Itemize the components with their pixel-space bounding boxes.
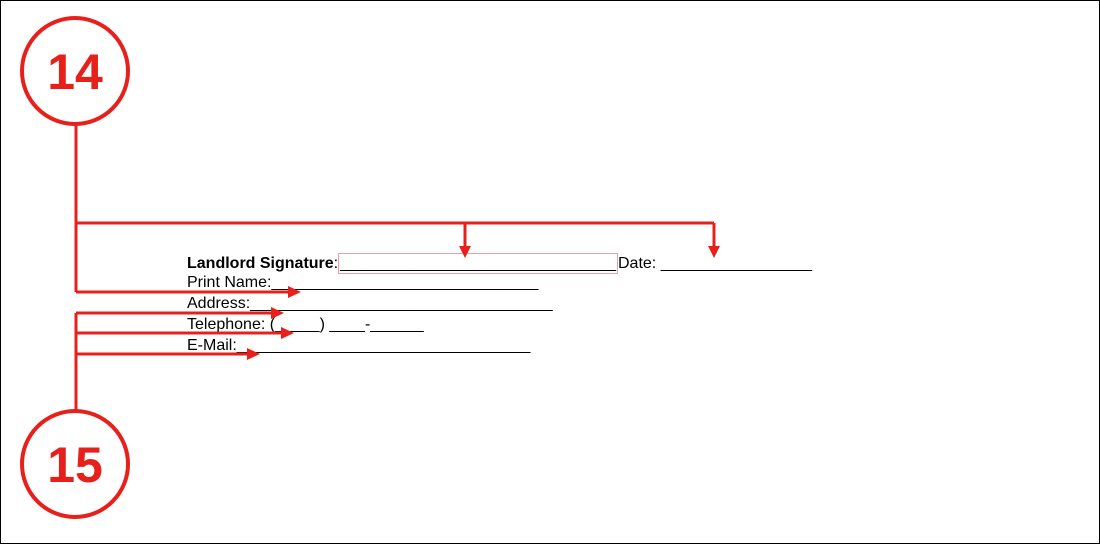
step-badge-15: 15 bbox=[20, 409, 130, 519]
badge-14-number: 14 bbox=[47, 44, 103, 100]
arrow-right-icon bbox=[247, 348, 260, 360]
landlord-signature-row: Landlord Signature:_____________________… bbox=[187, 253, 812, 274]
print-name-label: Print Name: bbox=[187, 274, 272, 291]
badge-15-number: 15 bbox=[47, 437, 103, 493]
telephone-row: Telephone: (_____) ____-______ bbox=[187, 315, 424, 334]
email-row: E-Mail:_________________________________ bbox=[187, 336, 530, 355]
print-name-row: Print Name:_____________________________… bbox=[187, 273, 538, 292]
date-label: Date: bbox=[617, 255, 657, 272]
print-name-field[interactable]: ______________________________ bbox=[271, 274, 539, 291]
telephone-label: Telephone: bbox=[187, 316, 266, 333]
address-row: Address:________________________________… bbox=[187, 294, 553, 313]
telephone-field[interactable]: (_____) ____-______ bbox=[269, 316, 424, 333]
arrow-down-icon bbox=[708, 246, 720, 258]
arrow-right-icon bbox=[271, 307, 284, 319]
address-label: Address: bbox=[187, 295, 251, 312]
colon: : bbox=[333, 255, 339, 272]
email-label: E-Mail: bbox=[187, 337, 237, 354]
address-field[interactable]: __________________________________ bbox=[250, 295, 553, 312]
arrow-right-icon bbox=[281, 327, 294, 339]
email-field[interactable]: _________________________________ bbox=[236, 337, 531, 354]
signature-field[interactable]: _______________________________ bbox=[338, 253, 618, 274]
date-field[interactable]: _________________ bbox=[660, 255, 812, 272]
arrow-right-icon bbox=[288, 286, 301, 298]
arrow-down-icon bbox=[459, 246, 471, 258]
landlord-signature-label: Landlord Signature bbox=[187, 255, 334, 272]
step-badge-14: 14 bbox=[20, 16, 130, 126]
